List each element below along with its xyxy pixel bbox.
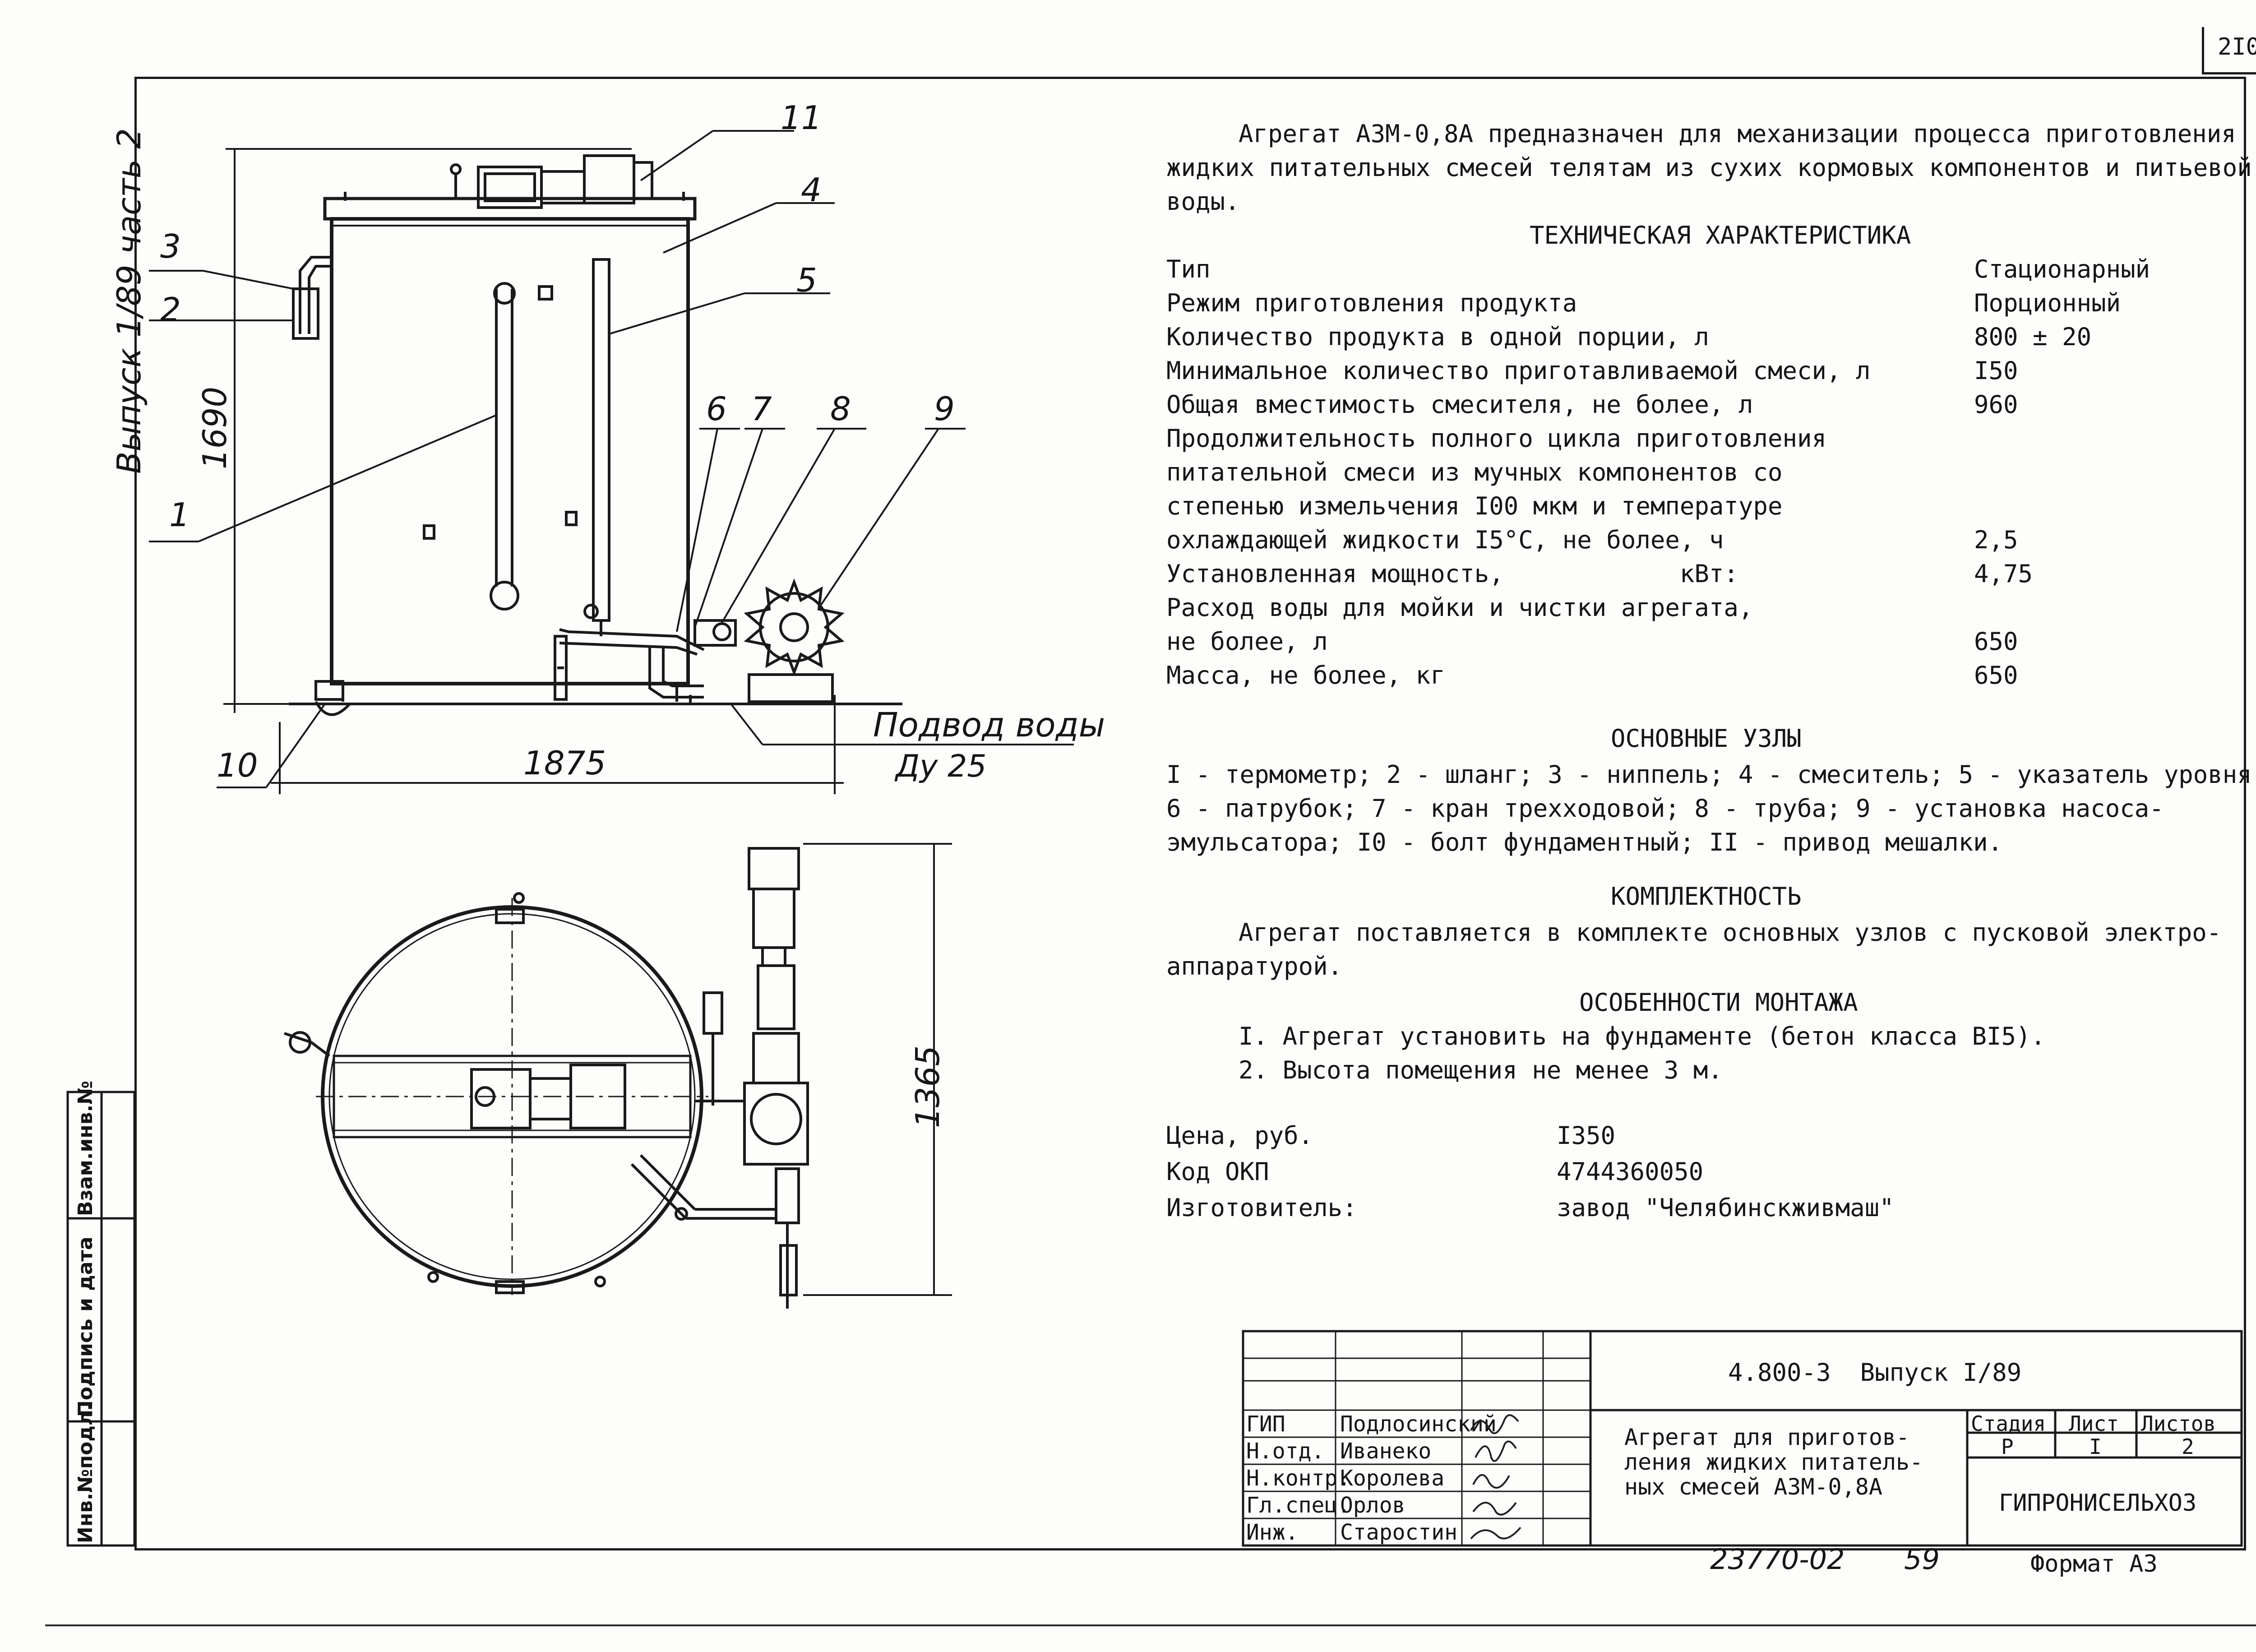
spec-label: степенью измельчения I00 мкм и температу… — [1166, 492, 1783, 520]
pump-plan — [695, 847, 809, 1309]
signer-name: Подлосинский — [1340, 1411, 1497, 1437]
intro-line-1: Агрегат АЗМ-0,8А предназначен для механи… — [1239, 120, 2236, 148]
spec-title: ТЕХНИЧЕСКАЯ ХАРАКТЕРИСТИКА — [1530, 221, 1911, 250]
doc-code: 4.800-3 Выпуск I/89 — [1728, 1358, 2022, 1387]
signer-name: Старостин — [1340, 1520, 1458, 1545]
signer-role: Инж. — [1246, 1520, 1299, 1545]
bottom-trim-line — [45, 1624, 2256, 1626]
info-label: Код ОКП — [1166, 1157, 1269, 1186]
callout-6: 6 — [706, 390, 727, 428]
spec-value: 2,5 — [1974, 526, 2018, 554]
kit-line-2: аппаратурой. — [1166, 952, 1343, 981]
kit-line-1: Агрегат поставляется в комплекте основны… — [1239, 918, 2222, 947]
stage-header: Стадия — [1971, 1411, 2046, 1436]
mount-line-2: 2. Высота помещения не менее 3 м. — [1239, 1056, 1723, 1084]
callout-11: 11 — [781, 99, 822, 137]
callout-9: 9 — [934, 390, 955, 428]
callout-5: 5 — [796, 261, 817, 299]
spec-label: Расход воды для мойки и чистки агрегата, — [1166, 593, 1753, 622]
spec-label: Тип — [1166, 255, 1211, 283]
info-value: I350 — [1557, 1121, 1616, 1150]
callout-leaders — [149, 130, 966, 788]
mount-line-1: I. Агрегат установить на фундаменте (бет… — [1239, 1022, 2046, 1050]
units-line-1: I - термометр; 2 - шланг; 3 - ниппель; 4… — [1166, 760, 2256, 789]
spec-value: 4,75 — [1974, 560, 2033, 588]
signer-role: Н.контр. — [1246, 1466, 1351, 1491]
elevation-dimensions — [223, 148, 1074, 794]
spec-value: I50 — [1974, 356, 2018, 385]
spec-value: 960 — [1974, 390, 2018, 419]
water-supply-size: Ду 25 — [896, 749, 987, 784]
signer-name: Орлов — [1340, 1493, 1405, 1518]
tank-plan — [284, 892, 776, 1295]
title-block-grid — [1242, 1330, 2243, 1547]
units-title: ОСНОВНЫЕ УЗЛЫ — [1611, 724, 1802, 753]
spec-label: питательной смеси из мучных компонентов … — [1166, 458, 1783, 486]
info-value: 4744360050 — [1557, 1157, 1704, 1186]
callout-7: 7 — [751, 390, 772, 428]
format-label: Формат А3 — [2030, 1550, 2158, 1578]
signer-role: ГИП — [1246, 1411, 1285, 1437]
spec-label: не более, л — [1166, 627, 1328, 656]
sheets-header: Листов — [2141, 1411, 2216, 1436]
signer-role: Н.отд. — [1246, 1439, 1325, 1464]
callout-4: 4 — [801, 171, 822, 209]
signer-role: Гл.спец. — [1246, 1493, 1351, 1518]
water-supply-label: Подвод воды — [873, 706, 1105, 745]
intro-line-3: воды. — [1166, 187, 1240, 216]
spec-value: Стационарный — [1974, 255, 2150, 283]
spec-value: 650 — [1974, 627, 2018, 656]
spec-value: 650 — [1974, 661, 2018, 689]
callout-8: 8 — [830, 390, 851, 428]
title-line-3: ных смесей АЗМ-0,8А — [1624, 1474, 1882, 1500]
callout-10: 10 — [217, 746, 258, 784]
spec-label: Общая вместимость смесителя, не более, л — [1166, 390, 1753, 419]
info-label: Изготовитель: — [1166, 1194, 1357, 1222]
info-label: Цена, руб. — [1166, 1121, 1313, 1150]
info-value: завод "Челябинскживмаш" — [1557, 1194, 1894, 1222]
spec-label: охлаждающей жидкости I5°С, не более, ч — [1166, 526, 1724, 554]
units-line-3: эмульсатора; I0 - болт фундаментный; II … — [1166, 828, 2003, 856]
callout-1: 1 — [169, 496, 190, 534]
sheet-value: I — [2089, 1435, 2102, 1459]
spec-label: Продолжительность полного цикла приготов… — [1166, 424, 1826, 453]
archive-page: 59 — [1904, 1543, 1940, 1576]
sheets-value: 2 — [2182, 1435, 2194, 1459]
drawing-frame — [134, 77, 2246, 1550]
spec-label: Режим приготовления продукта — [1166, 289, 1577, 317]
spec-label: Минимальное количество приготавливаемой … — [1166, 356, 1871, 385]
spec-label: Количество продукта в одной порции, л — [1166, 323, 1709, 351]
stage-value: Р — [2001, 1435, 2014, 1459]
plan-dimensions — [803, 843, 952, 1296]
signer-name: Иванеко — [1340, 1439, 1432, 1464]
dim-width: 1875 — [523, 744, 606, 782]
spec-value: 800 ± 20 — [1974, 323, 2092, 351]
title-line-2: ления жидких питатель- — [1624, 1449, 1923, 1475]
sheet-number-box — [2202, 27, 2256, 74]
intro-line-2: жидких питательных смесей телятам из сух… — [1166, 153, 2252, 182]
spec-value: Порционный — [1974, 289, 2121, 317]
sheet-number: 2I0 — [2218, 33, 2256, 60]
mount-title: ОСОБЕННОСТИ МОНТАЖА — [1579, 988, 1858, 1017]
spec-label: Установленная мощность, кВт: — [1166, 560, 1738, 588]
org-name: ГИПРОНИСЕЛЬХОЗ — [1999, 1490, 2197, 1517]
kit-title: КОМПЛЕКТНОСТЬ — [1611, 882, 1802, 911]
side-stamp-grid — [66, 1091, 136, 1547]
tank-elevation — [289, 154, 902, 716]
archive-number: 23770-02 — [1710, 1543, 1845, 1576]
units-line-2: 6 - патрубок; 7 - кран трехходовой; 8 - … — [1166, 794, 2164, 823]
title-line-1: Агрегат для приготов- — [1624, 1424, 1910, 1450]
callout-2: 2 — [160, 291, 181, 329]
signer-name: Королева — [1340, 1466, 1445, 1491]
spec-label: Масса, не более, кг — [1166, 661, 1445, 689]
callout-3: 3 — [160, 227, 181, 265]
sheet-header: Лист — [2069, 1411, 2119, 1436]
